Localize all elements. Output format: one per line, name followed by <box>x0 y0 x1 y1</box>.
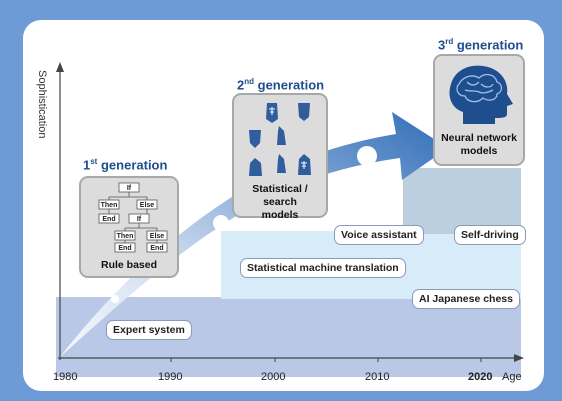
x-tick-label: 2020 <box>468 371 493 383</box>
application-pill: Expert system <box>106 320 192 340</box>
neural-network-label: Neural network models <box>441 132 517 157</box>
flowchart-icon: If Then Else End If Then Else End End <box>98 182 168 253</box>
application-pill: Voice assistant <box>334 225 424 245</box>
application-pill: Statistical machine translation <box>240 258 406 278</box>
flow-node: Else <box>140 202 155 209</box>
flow-node: End <box>118 245 131 252</box>
x-tick-label: 1980 <box>53 371 78 383</box>
x-tick-label: 2010 <box>365 371 390 383</box>
y-axis-arrowhead <box>56 62 64 72</box>
statistical-models-card: Statistical / search models <box>232 93 328 221</box>
x-axis-unit: Age <box>502 371 522 383</box>
flow-node: Then <box>117 233 134 240</box>
x-axis-arrowhead <box>514 354 524 362</box>
milestone-dot-3 <box>357 146 377 166</box>
x-tick-label: 2000 <box>261 371 286 383</box>
flow-node: Then <box>101 202 118 209</box>
flow-node: Else <box>150 233 165 240</box>
generation-2-title: 2nd generation <box>237 77 325 93</box>
rule-based-card: If Then Else End If Then Else End End Ru… <box>79 176 179 278</box>
x-tick-label: 1990 <box>158 371 183 383</box>
generation-1-title: 1st generation <box>83 157 168 173</box>
flow-node: End <box>102 216 115 223</box>
generation-3-title: 3rd generation <box>438 37 524 53</box>
application-pill: Self-driving <box>454 225 526 245</box>
shogi-piece-icon <box>249 103 311 176</box>
neural-network-card: Neural network models <box>433 54 525 166</box>
y-axis-label: Sophistication <box>36 70 48 139</box>
statistical-models-label: Statistical / search models <box>252 183 308 221</box>
flow-node: If <box>137 216 142 223</box>
rule-based-label: Rule based <box>100 259 158 271</box>
era-band-top <box>403 168 521 234</box>
milestone-dot-1 <box>111 295 119 303</box>
trend-arrow <box>60 112 448 357</box>
flow-node: If <box>127 185 132 192</box>
application-pill: AI Japanese chess <box>412 289 520 309</box>
flow-node: End <box>150 245 163 252</box>
brain-head-icon <box>449 65 513 124</box>
milestone-dot-2 <box>213 215 229 231</box>
